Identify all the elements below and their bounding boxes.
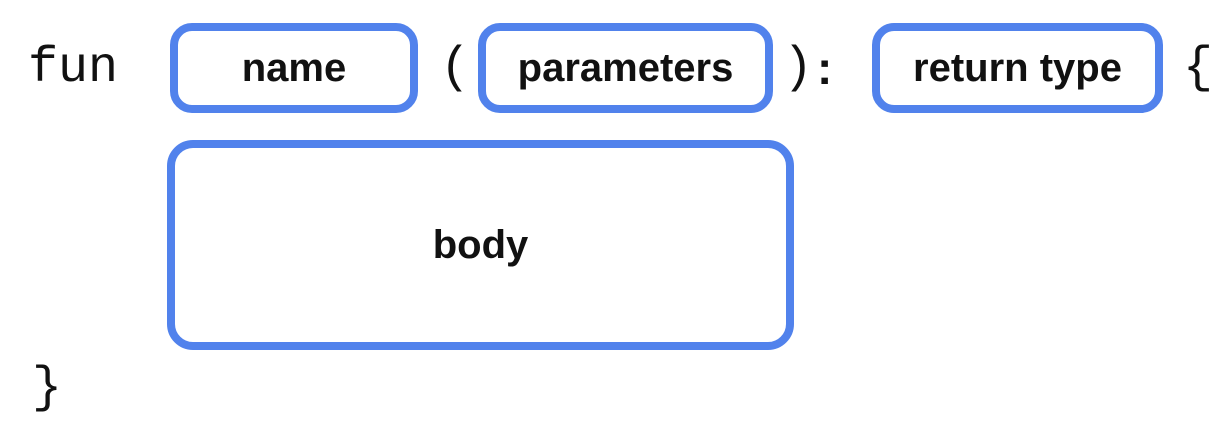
slot-name: name (170, 23, 418, 113)
keyword-fun: fun (28, 39, 119, 97)
open-paren-token: ( (440, 39, 471, 97)
slot-name-label: name (241, 45, 347, 90)
close-brace-token: } (32, 359, 63, 417)
slot-body-label: body (432, 222, 529, 267)
slot-return-type: return type (872, 23, 1163, 113)
slot-return-type-label: return type (913, 45, 1122, 90)
slot-parameters-label: parameters (517, 45, 734, 90)
close-paren-token: ) (783, 39, 814, 97)
open-brace-token: { (1183, 39, 1214, 97)
colon-token: : (817, 42, 833, 94)
slot-parameters: parameters (478, 23, 773, 113)
slot-body: body (167, 140, 794, 350)
